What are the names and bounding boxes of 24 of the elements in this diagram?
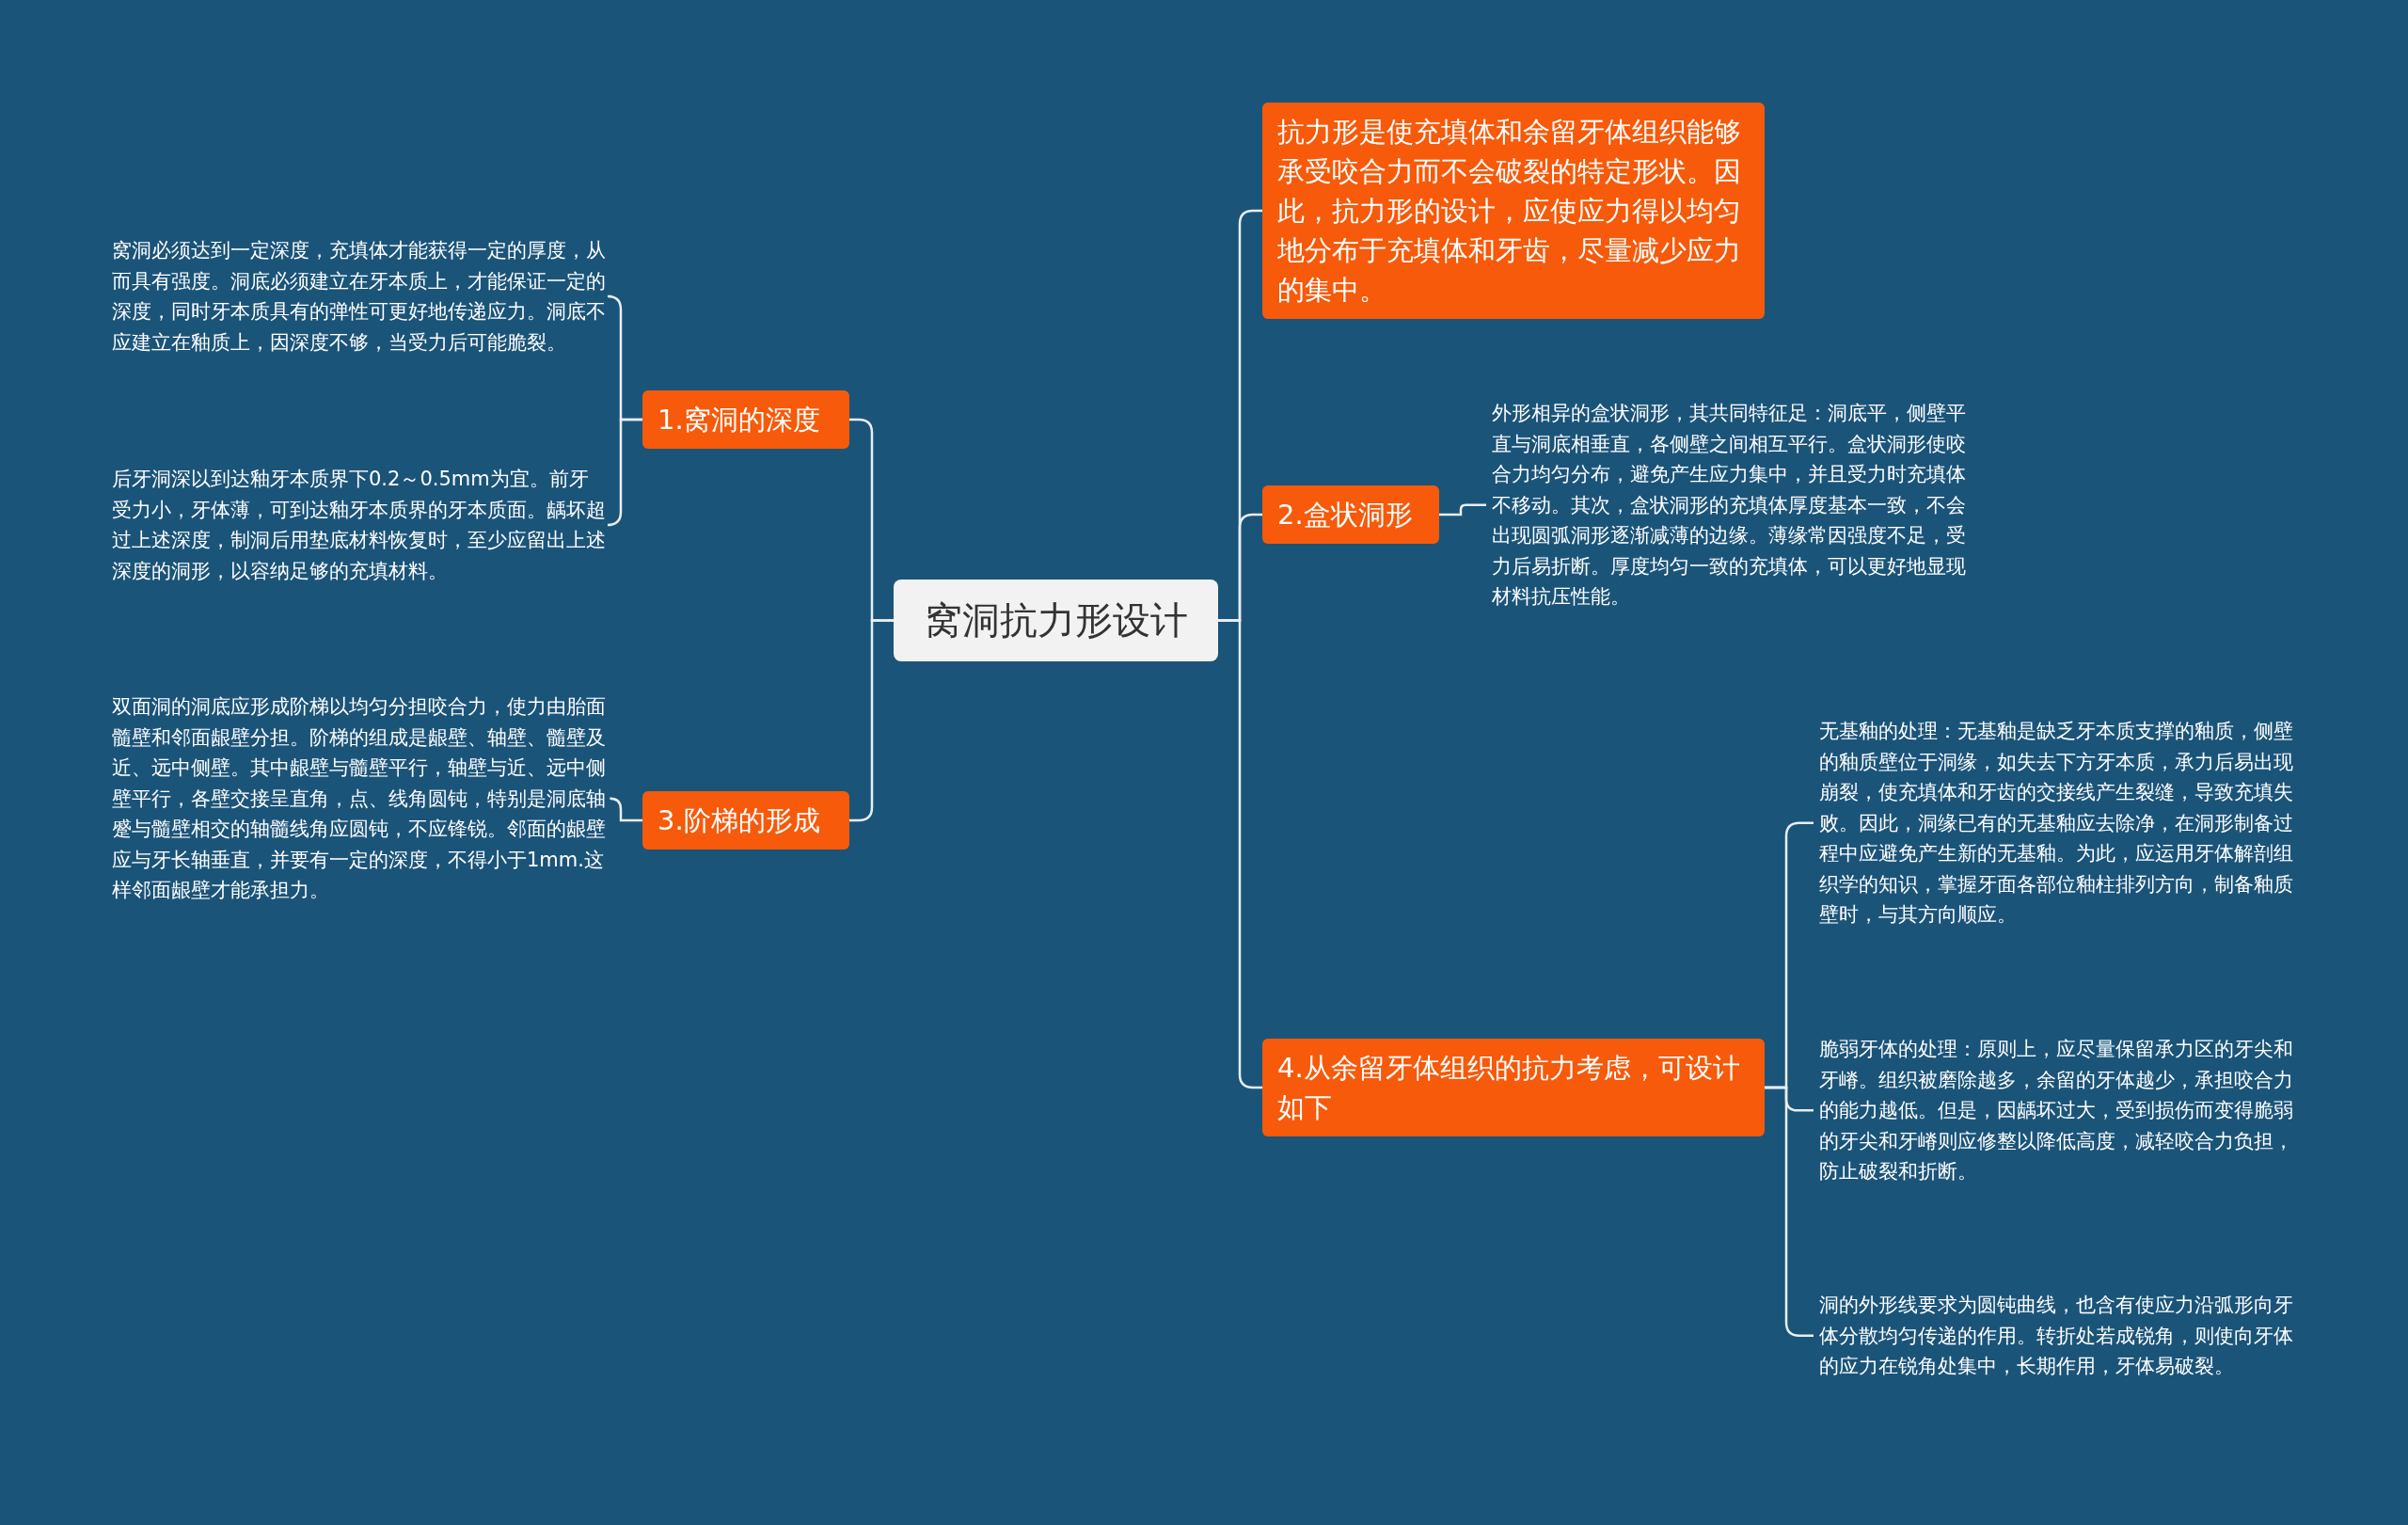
branch-text: 4.从余留牙体组织的抗力考虑，可设计如下 (1277, 1051, 1741, 1126)
branch-box (642, 390, 849, 450)
branch-text: 3.阶梯的形成 (657, 803, 821, 838)
connector-line (609, 797, 642, 822)
branch-text: 2.盒状洞形 (1277, 498, 1414, 532)
connector-line (1439, 503, 1486, 516)
connector-line (606, 418, 642, 527)
note-text: 脆弱牙体的处理：原则上，应尽量保留承力区的牙尖和牙嵴。组织被磨除越多，余留的牙体越少，承担咬合力的能力越低。但是，因龋坏过大，受到损伤而变得脆弱的牙尖和牙嵴则应修整以降低高度，减轻咬合力负担，防止破裂和折断。 (1819, 1037, 2294, 1184)
topic-box (894, 580, 1218, 661)
topic-text: 窝洞抗力形设计 (923, 597, 1189, 643)
branch-box (1262, 485, 1439, 545)
note-text: 外形相异的盒状洞形，其共同特征足：洞底平，侧壁平直与洞底相垂直，各侧壁之间相互平行。盒状洞形使咬合力均匀分布，避免产生应力集中，并且受力时充填体不移动。其次，盒状洞形的充填体厚度基本一致，不会出现圆弧洞形逐渐减薄的边缘。薄缘常因强度不足，受力后易折断。厚度均匀一致的充填体，可以更好地显现材料抗压性能。 (1492, 401, 1967, 610)
branch-text: 抗力形是使充填体和余留牙体组织能够承受咬合力而不会破裂的特定形状。因此，抗力形的设计，应使应力得以均匀地分布于充填体和牙齿，尽量减少应力的集中。 (1277, 115, 1742, 309)
note-text: 双面洞的洞底应形成阶梯以均匀分担咬合力，使力由胎面髓壁和邻面龈壁分担。阶梯的组成是龈壁、轴壁、髓壁及近、远中侧壁。其中龈壁与髓壁平行，轴壁与近、远中侧壁平行，各壁交接呈直角，点、线角圆钝，特别是洞底轴蹙与髓壁相交的轴髓线角应圆钝，不应锋锐。邻面的龈壁应与牙长轴垂直，并要有一定的深度，不得小于1mm.这样邻面龈壁才能承担力。 (112, 694, 606, 903)
note-text: 洞的外形线要求为圆钝曲线，也含有使应力沿弧形向牙体分散均匀传递的作用。转折处若成锐角，则使向牙体的应力在锐角处集中，长期作用，牙体易破裂。 (1819, 1293, 2294, 1379)
note-text: 后牙洞深以到达釉牙本质界下0.2～0.5mm为宜。前牙受力小，牙体薄，可到达釉牙本质界的牙本质面。龋坏超过上述深度，制洞后用垫底材料恢复时，至少应留出上述深度的洞形，以容纳足够的充填材料。 (112, 467, 606, 584)
branch-box (1262, 1039, 1765, 1137)
branch-box (642, 791, 849, 850)
connector-line (849, 619, 894, 822)
note-text: 无基釉的处理：无基釉是缺乏牙本质支撑的釉质，侧壁的釉质壁位于洞缘，如失去下方牙本质，承力后易出现崩裂，使充填体和牙齿的交接线产生裂缝，导致充填失败。因此，洞缘已有的无基釉应去除净，在洞形制备过程中应避免产生新的无基釉。为此，应运用牙体解剖组织学的知识，掌握牙面各部位釉柱排列方向，制备釉质壁时，与其方向顺应。 (1819, 719, 2294, 928)
note-text: 窝洞必须达到一定深度，充填体才能获得一定的厚度，从而具有强度。洞底必须建立在牙本质上，才能保证一定的深度，同时牙本质具有的弹性可更好地传递应力。洞底不应建立在釉质上，因深度不够，当受力后可能脆裂。 (112, 238, 606, 356)
branch-box (1262, 103, 1765, 320)
branch-text: 1.窝洞的深度 (657, 403, 821, 437)
connector-line (1218, 619, 1262, 1089)
